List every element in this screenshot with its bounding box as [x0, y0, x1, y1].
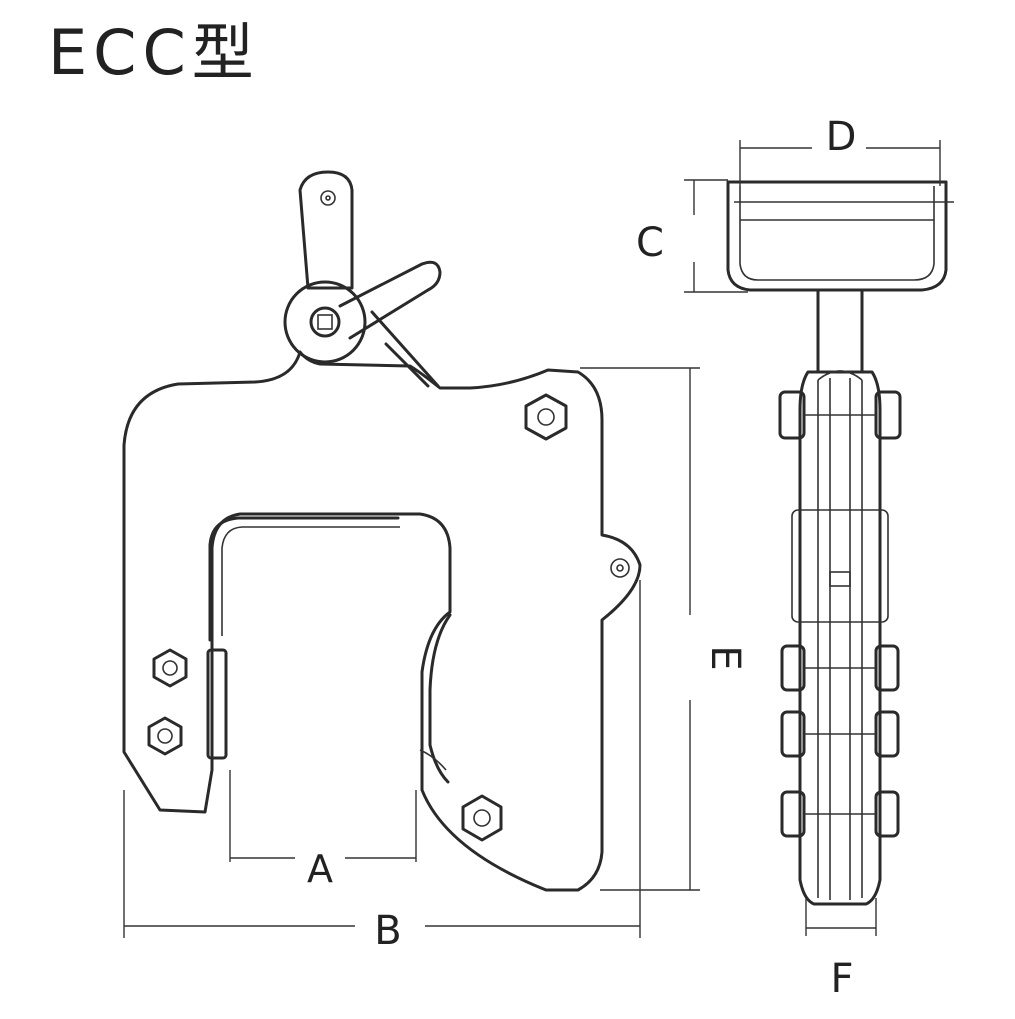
shackle-pin-center [325, 195, 331, 201]
side-shackle-inner [739, 186, 935, 281]
pin-right-icon [610, 558, 630, 578]
diagram-title: ECC型 [48, 16, 260, 89]
side-center-key [829, 571, 851, 587]
dimension-d-label: D [826, 114, 857, 160]
plate-top-curve [817, 370, 863, 381]
jaw-frame-inner [221, 526, 400, 636]
right-jaw-cam-inner [419, 749, 447, 771]
shackle-pin-icon [320, 190, 336, 206]
jaw-frame [208, 516, 400, 642]
cam-disc [283, 280, 367, 364]
dimension-a: A [229, 770, 417, 891]
dimension-f: F [805, 898, 877, 1002]
side-view: C D F [636, 114, 954, 1002]
nut-left-lower-icon [147, 716, 183, 756]
dimension-b-label: B [374, 908, 401, 954]
right-jaw-cam [428, 613, 452, 784]
dimension-a-label: A [307, 847, 333, 891]
nut-bottom-right-icon [461, 794, 503, 842]
side-body [798, 370, 882, 906]
front-view: A B E [122, 170, 748, 954]
dimension-e: E [580, 367, 748, 891]
dimension-f-label: F [830, 956, 853, 1002]
link-arm [370, 310, 440, 388]
left-pad [206, 648, 228, 760]
side-stem [816, 288, 864, 374]
nut-left-upper-icon [152, 648, 188, 688]
lever-handle [338, 260, 442, 340]
side-bolt-row-4 [780, 790, 900, 838]
side-shackle [726, 180, 948, 292]
cam-bolt-head [317, 314, 333, 330]
side-bolt-row-2 [780, 644, 900, 692]
side-bolt-row-1 [778, 390, 902, 440]
dimension-b: B [123, 580, 641, 954]
dimension-d: D [739, 114, 941, 186]
shackle-link [298, 170, 354, 290]
dimension-c-label: C [636, 220, 664, 266]
dimension-c: C [636, 179, 748, 293]
side-pad-block [791, 509, 889, 623]
nut-top-right-icon [524, 393, 568, 441]
side-bolt-row-3 [780, 710, 900, 758]
dimension-e-label: E [702, 645, 748, 670]
cam-bolt [309, 306, 341, 338]
clamp-body [122, 350, 642, 892]
